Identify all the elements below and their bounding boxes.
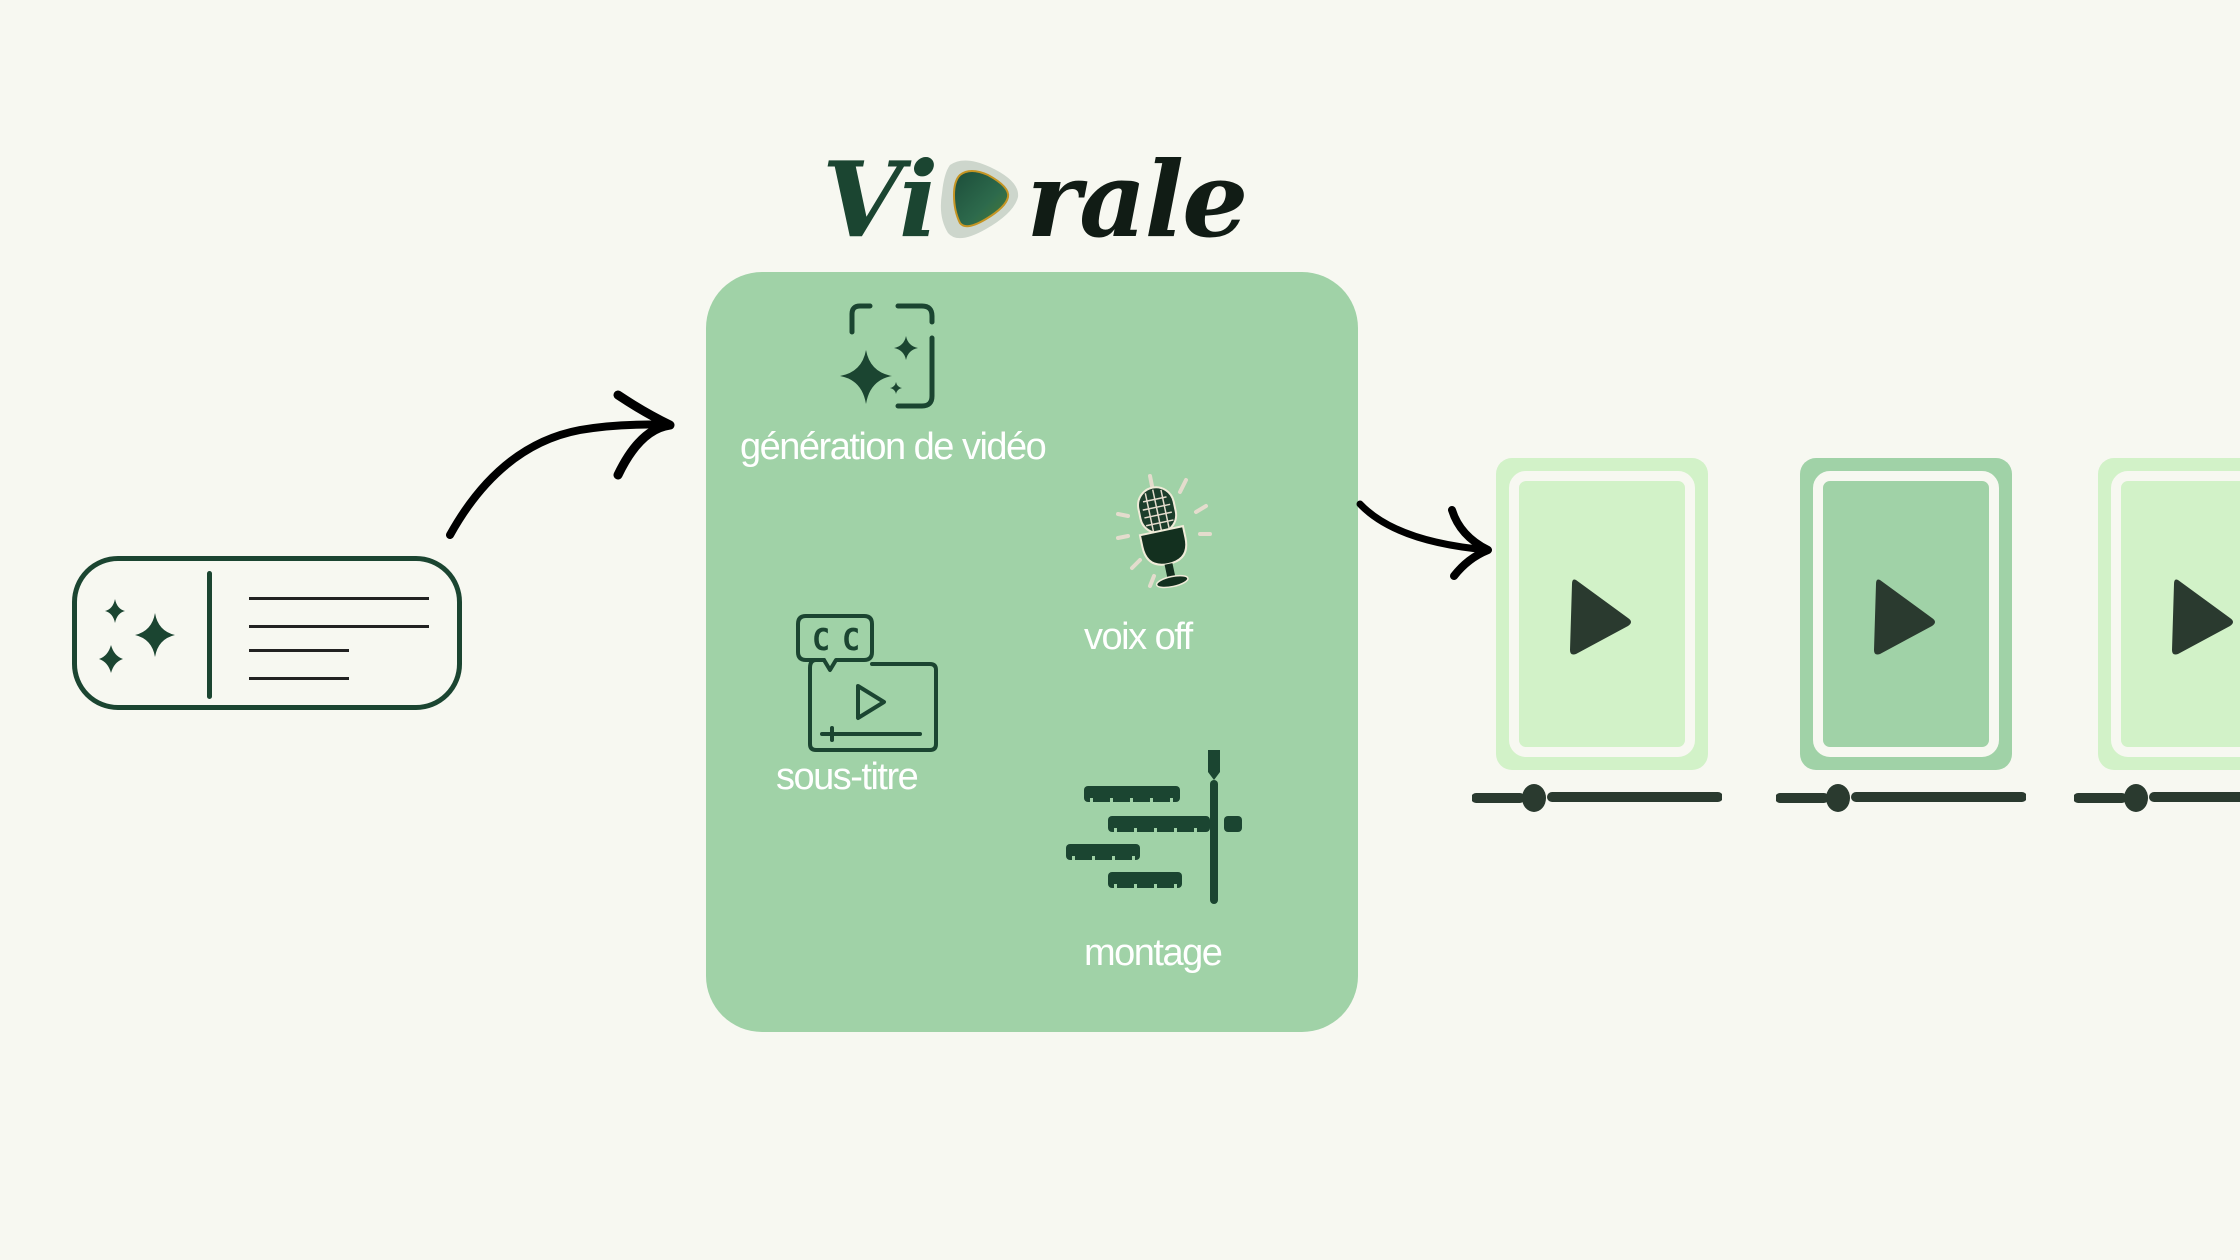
arrow-to-panel-icon — [446, 390, 675, 539]
arrow-to-outputs-icon — [1356, 500, 1492, 580]
text-line — [249, 677, 349, 680]
logo-suffix: rale — [1026, 138, 1248, 261]
svg-text:C: C — [812, 623, 830, 658]
text-line — [249, 625, 429, 628]
video-play-icon[interactable] — [1570, 579, 1631, 655]
play-badge-icon — [941, 160, 1019, 239]
video-frame — [2098, 458, 2240, 770]
progress-handle[interactable] — [1522, 784, 1546, 812]
prompt-input-card — [72, 556, 462, 710]
timeline-edit-icon — [1066, 750, 1242, 904]
sparkles-icon — [99, 599, 175, 673]
video-frame-inner-border — [2111, 471, 2240, 757]
svg-text:C: C — [842, 623, 860, 658]
video-play-icon[interactable] — [1874, 579, 1935, 655]
logo: Vi rale — [822, 138, 1248, 261]
video-frame-inner-border — [1813, 471, 1999, 757]
microphone-icon — [1116, 474, 1212, 589]
ai-frame-sparkles-icon — [840, 303, 935, 409]
video-play-icon[interactable] — [2172, 579, 2233, 655]
progress-handle[interactable] — [1826, 784, 1850, 812]
divider — [207, 571, 212, 699]
video-frame-inner-border — [1509, 471, 1695, 757]
text-line — [249, 649, 349, 652]
feature-label-subtitles: sous-titre — [776, 756, 919, 798]
text-line — [249, 597, 429, 600]
closed-caption-video-icon: C C — [796, 614, 938, 752]
feature-label-video-generation: génération de vidéo — [740, 426, 1047, 468]
features-panel — [706, 272, 1358, 1032]
logo-prefix: Vi — [822, 138, 938, 261]
feature-label-voice-over: voix off — [1084, 616, 1193, 658]
output-video-3[interactable] — [2074, 450, 2240, 830]
output-video-2[interactable] — [1776, 450, 2026, 830]
feature-label-editing: montage — [1084, 932, 1223, 974]
progress-handle[interactable] — [2124, 784, 2148, 812]
output-video-1[interactable] — [1472, 450, 1722, 830]
